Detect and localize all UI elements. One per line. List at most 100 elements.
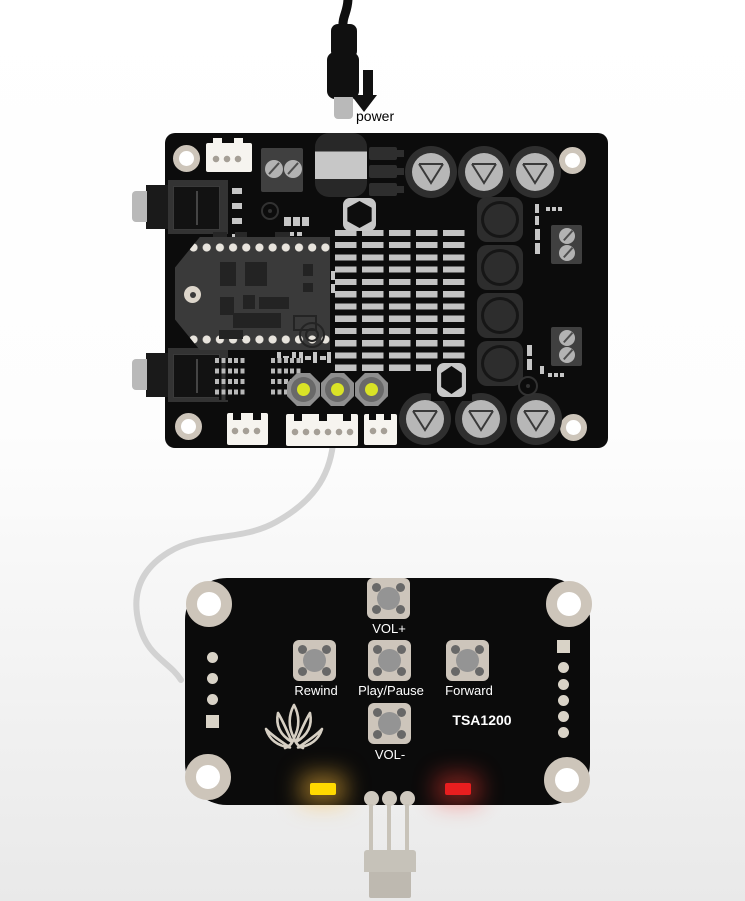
dc-power-jack [315,133,367,197]
smd-part [305,356,311,360]
power-label: power [356,108,395,124]
smd-part [535,216,539,225]
smd-part [293,217,300,226]
edge-pin [400,791,415,806]
smd-part [535,229,540,240]
hex-standoff [437,363,466,397]
smd-part [313,352,317,363]
module-ic [259,297,289,309]
smd-part [535,204,539,213]
smd-part [289,232,294,236]
amplifier-board [132,133,608,448]
module-tab [235,232,247,237]
header-connector-3pin [227,413,268,445]
signal-wire [369,804,373,854]
power-plug-tip [334,97,353,119]
vol-plus-label: VOL+ [372,621,406,636]
yellow-led [321,373,354,406]
pin-pad [558,727,569,738]
smd-part [232,188,242,194]
pin-pad [558,662,569,673]
vol-minus-button[interactable] [368,703,411,744]
red-status-led [445,783,471,795]
arrow-down-head [351,95,377,112]
header-connector-6pin [286,414,358,446]
pin-pad [558,711,569,722]
smd-part [558,207,562,211]
rewind-button[interactable] [293,640,336,681]
yellow-led [355,373,388,406]
connector-notch [294,414,302,421]
smd-grid [215,358,247,400]
module-ic [233,313,281,328]
smd-part [527,345,532,356]
potentiometer [261,202,279,220]
connector-notch [384,414,391,420]
pin-pad-square [206,715,219,728]
heatsink [335,230,470,377]
smd-part [560,373,564,377]
smd-part [331,271,335,280]
pin-pad [558,695,569,706]
connector-pins [212,155,245,163]
smd-part [546,207,550,211]
smd-part [277,352,281,363]
connector-pins [291,428,355,436]
play-pause-button[interactable] [368,640,411,681]
module-crystal-inner [305,328,319,342]
potentiometer [518,376,538,396]
board-model-label: TSA1200 [452,712,512,728]
capacitor [510,393,562,445]
edge-pin [382,791,397,806]
smd-part [552,207,556,211]
speaker-terminal-right [551,327,582,366]
terminal-screw [265,160,283,178]
terminal-screw [284,160,302,178]
module-castellations [189,335,330,344]
connector-notch [253,413,261,420]
yellow-status-led [310,783,336,795]
smd-part [548,373,552,377]
forward-button[interactable] [446,640,489,681]
play-pause-label: Play/Pause [358,683,424,698]
smd-part [297,232,302,236]
module-antenna-point [184,286,201,303]
smd-part [299,352,303,363]
forward-label: Forward [445,683,493,698]
hex-standoff [343,198,376,231]
vol-plus-button[interactable] [367,578,410,619]
pin-pad-square [557,640,570,653]
mount-hole [173,145,200,172]
pin-pad [207,673,218,684]
lotus-logo-icon [264,703,324,750]
capacitor [455,393,507,445]
signal-wire [405,804,409,854]
module-castellations [189,243,330,252]
connector-notch [319,414,327,421]
connector-pins [231,427,264,435]
bluetooth-module [175,237,330,350]
transistor [369,183,404,196]
mount-hole [175,413,202,440]
smd-part [535,243,540,254]
connector-notch [343,414,351,421]
pin-pad [558,679,569,690]
connector-notch [233,413,241,420]
module-ic [303,283,313,292]
audio-jack-tip [132,359,147,390]
capacitor [509,146,561,198]
wire-connector-housing [369,872,411,898]
connector-bump [234,138,243,144]
smd-part [320,356,326,360]
mount-hole [186,581,232,627]
pin-pad [207,652,218,663]
smd-part [327,352,331,363]
terminal-screw [559,330,575,346]
audio-jack [168,180,228,234]
edge-pin [364,791,379,806]
header-connector-2pin [364,414,397,445]
terminal-screw [559,228,575,244]
connector-pins [369,427,391,435]
mount-hole [560,414,587,441]
vol-minus-label: VOL- [374,747,406,762]
